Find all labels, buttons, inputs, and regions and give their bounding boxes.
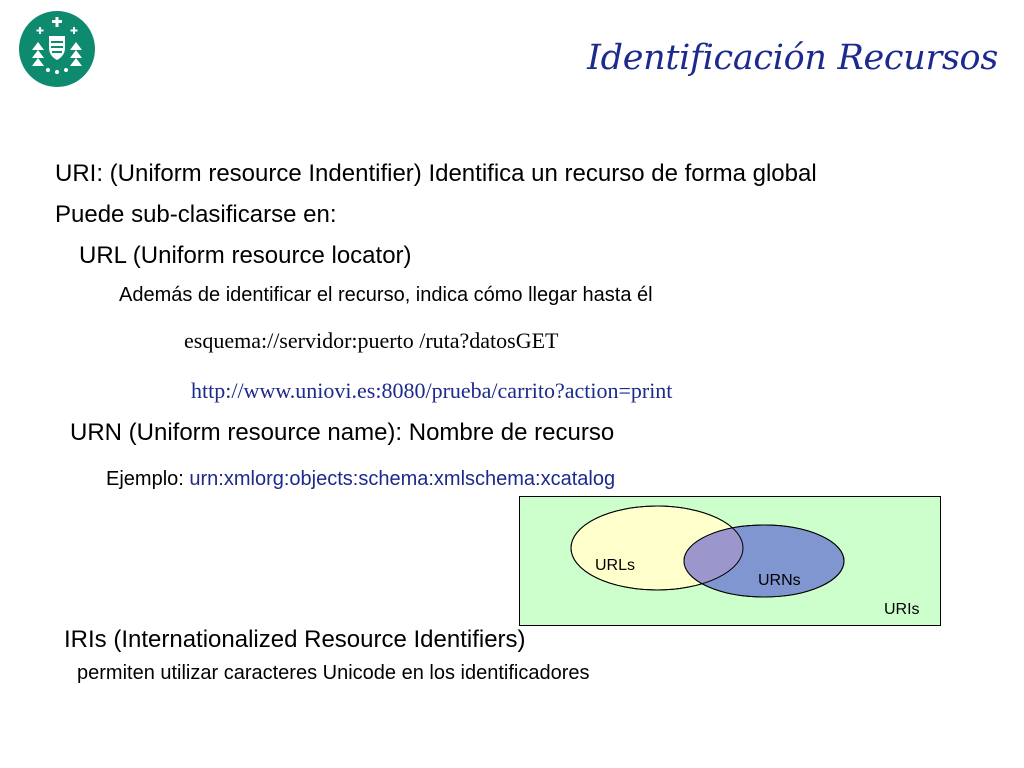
urns-label: URNs (758, 572, 801, 589)
url-example: http://www.uniovi.es:8080/prueba/carrito… (191, 378, 673, 403)
urls-outline (570, 505, 744, 591)
urns-outline (683, 524, 845, 598)
urls-label: URLs (595, 557, 635, 574)
iri-heading: IRIs (Internationalized Resource Identif… (64, 626, 526, 653)
iri-description: permiten utilizar caracteres Unicode en … (77, 662, 590, 684)
urn-example-label: Ejemplo: (106, 468, 190, 490)
university-logo (19, 11, 95, 87)
urn-example: Ejemplo: urn:xmlorg:objects:schema:xmlsc… (106, 468, 615, 491)
page-title: Identificación Recursos (587, 38, 998, 78)
url-scheme: esquema://servidor:puerto /ruta?datosGET (184, 328, 559, 353)
url-heading: URL (Uniform resource locator) (79, 242, 412, 269)
uri-definition: URI: (Uniform resource Indentifier) Iden… (55, 160, 817, 187)
urn-heading: URN (Uniform resource name): Nombre de r… (70, 419, 615, 446)
uri-venn-diagram: URLs URNs URIs (519, 496, 941, 626)
subclass-intro: Puede sub-clasificarse en: (55, 201, 337, 228)
uris-label: URIs (884, 601, 920, 618)
url-description: Además de identificar el recurso, indica… (119, 284, 653, 306)
urn-example-value: urn:xmlorg:objects:schema:xmlschema:xcat… (189, 468, 616, 490)
